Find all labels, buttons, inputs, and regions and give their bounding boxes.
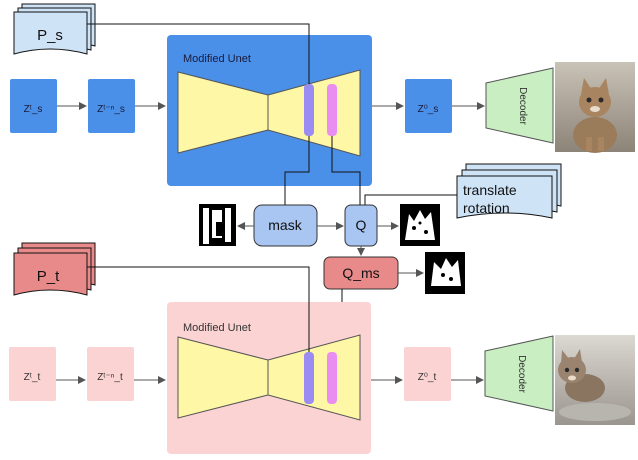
line-target-prompt [87, 266, 310, 352]
source-latent-end-box [405, 79, 452, 133]
q-thumbnail [400, 204, 440, 246]
source-decoder-block [485, 67, 554, 144]
target-decoder-label: Decoder [516, 355, 527, 393]
source-latent-start-label: Zᵗ_s [24, 104, 43, 115]
source-latent-mid-label: Zᵗ⁻ⁿ_s [97, 104, 125, 115]
line-source-prompt [87, 23, 310, 84]
transform-line1: translate [463, 182, 517, 198]
target-purple-bar [304, 352, 314, 404]
source-cat-image [555, 62, 635, 153]
target-cat-image [555, 335, 635, 425]
source-decoder-label: Decoder [517, 87, 528, 125]
target-unet-label: Modified Unet [183, 322, 251, 334]
mask-label: mask [268, 217, 302, 233]
line-pink-to-q [331, 136, 361, 205]
target-prompt-doc: P_t [13, 242, 96, 296]
q-label: Q [356, 217, 367, 233]
line-transform-to-q [364, 194, 457, 205]
target-pink-bar [327, 352, 337, 404]
source-latent-start-box [10, 79, 57, 133]
qms-label: Q_ms [342, 265, 379, 281]
target-latent-mid-label: Zᵗ⁻ⁿ_t [97, 372, 123, 383]
target-latent-end-box [404, 347, 451, 401]
source-latent-end-label: Z⁰_s [418, 104, 439, 115]
target-latent-mid-box [87, 347, 134, 401]
transform-line2: rotation [463, 200, 510, 216]
source-unet-label: Modified Unet [183, 53, 251, 65]
source-pink-bar [327, 84, 337, 136]
transform-doc: translate rotation [456, 163, 562, 219]
source-latent-mid-box [88, 79, 135, 133]
source-prompt-doc: P_s [13, 3, 96, 55]
target-prompt-label: P_t [37, 268, 60, 285]
target-latent-start-label: Zᵗ_t [24, 372, 41, 383]
source-prompt-label: P_s [37, 27, 63, 44]
target-latent-end-label: Z⁰_t [418, 372, 437, 383]
target-latent-start-box [9, 347, 56, 401]
qms-thumbnail [425, 252, 465, 294]
mask-thumbnail [199, 204, 236, 246]
source-purple-bar [304, 84, 314, 136]
target-decoder-block [484, 335, 554, 412]
line-purple-to-mask [284, 136, 310, 205]
